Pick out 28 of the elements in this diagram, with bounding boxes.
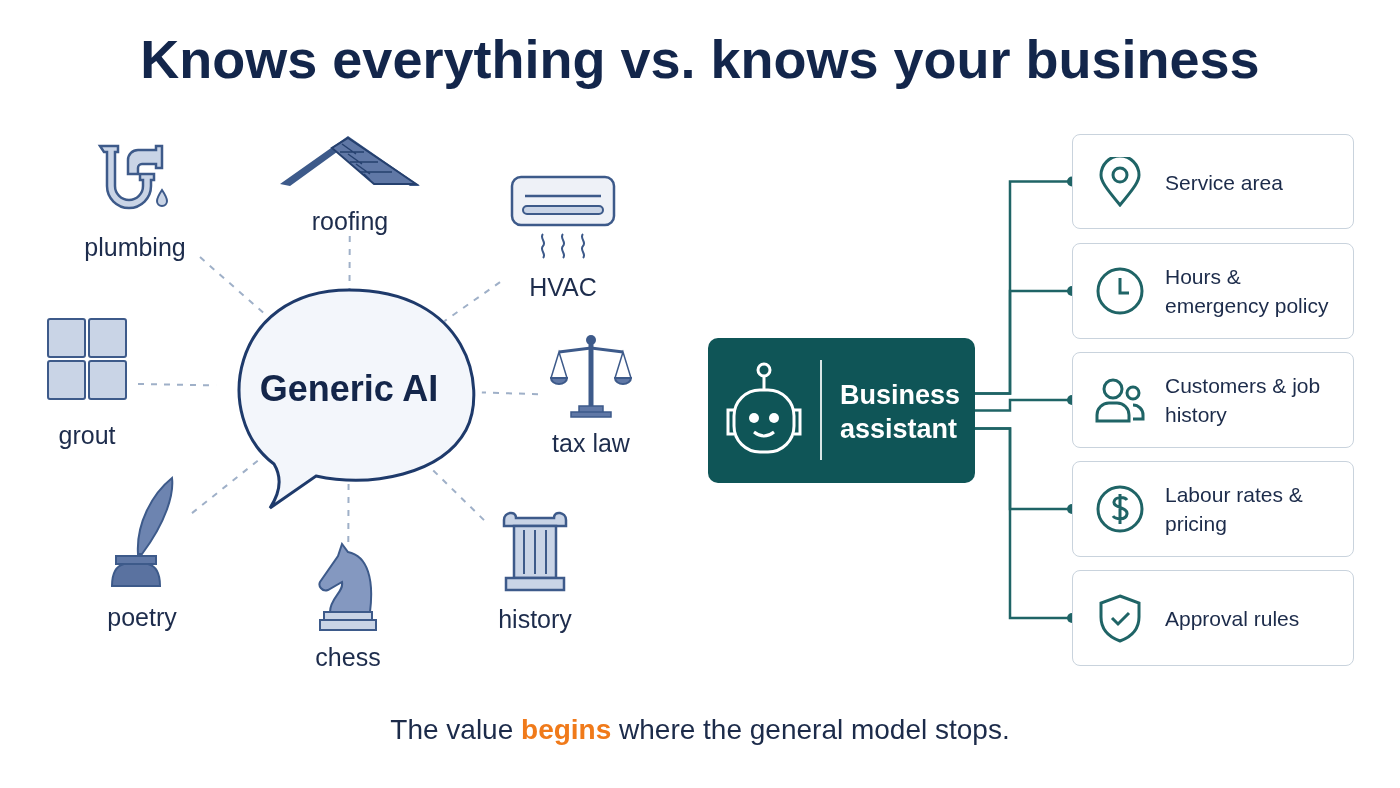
topic-label: roofing	[311, 207, 389, 236]
card-label: Hours & emergency policy	[1165, 264, 1330, 319]
dashed-line	[347, 483, 350, 543]
dashed-line	[191, 458, 261, 515]
info-card	[1072, 352, 1354, 448]
info-card	[1072, 134, 1354, 229]
dashed-line	[443, 281, 501, 323]
dashed-line	[480, 391, 539, 396]
topic-label: history	[498, 605, 572, 634]
topic-label: HVAC	[529, 273, 597, 302]
topic-label: chess	[315, 643, 381, 672]
info-card	[1072, 243, 1354, 339]
card-label: Labour rates & pricing	[1165, 482, 1304, 537]
topic-label: plumbing	[84, 233, 186, 262]
card-label: Customers & job history	[1165, 373, 1322, 428]
node-label: Business assistant	[840, 379, 962, 446]
bubble-label: Generic AI	[258, 368, 440, 410]
topic-label: grout	[58, 421, 116, 450]
topic-label: poetry	[107, 603, 177, 632]
card-label: Approval rules	[1165, 605, 1301, 632]
dashed-line	[199, 256, 266, 315]
info-card	[1072, 461, 1354, 557]
card-label: Service area	[1165, 169, 1284, 195]
topic-label: tax law	[552, 429, 630, 458]
title: Knows everything vs. knows your business	[139, 28, 1261, 90]
assistant-box	[708, 338, 975, 483]
caption: The value begins where the general model stops.	[389, 714, 1011, 746]
info-card	[1072, 570, 1354, 666]
